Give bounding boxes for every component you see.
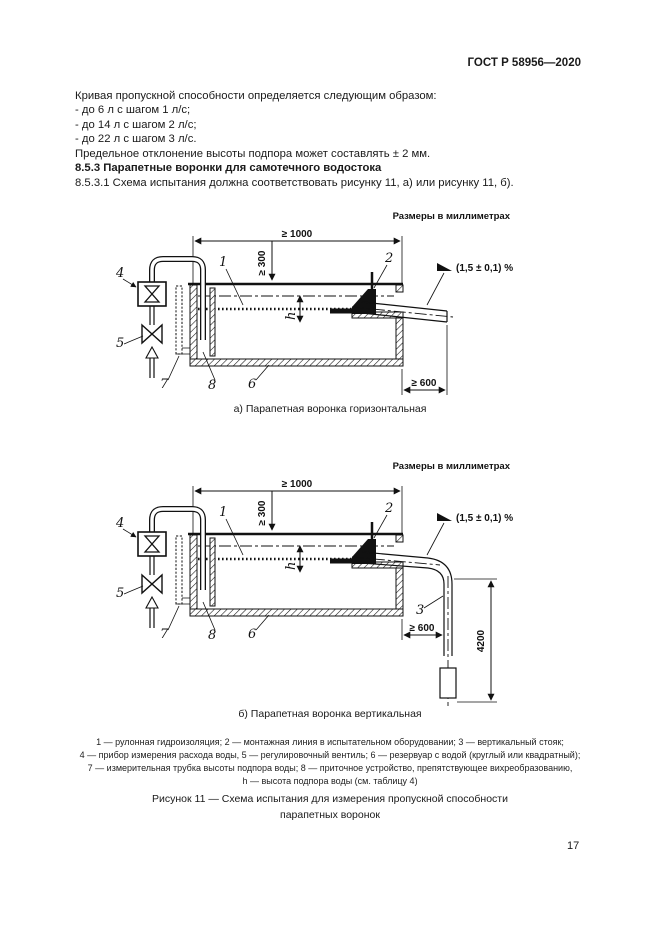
label-5: 5: [116, 336, 124, 351]
dim-depth-text: ≥ 300: [257, 500, 268, 525]
supply-circuit: [137, 506, 216, 628]
label-7: 7: [160, 627, 169, 642]
measuring-tube: [175, 285, 183, 355]
tolerance-note: Предельное отклонение высоты подпора мож…: [75, 147, 431, 160]
figure-a-caption: а) Парапетная воронка горизонтальная: [233, 403, 427, 415]
figure-title-line-1: Рисунок 11 — Схема испытания для измерен…: [152, 793, 508, 805]
figure-a-drawing: Размеры в миллиметрах ≥ 1000 ≥ 300: [115, 211, 513, 395]
control-valve: [141, 573, 163, 595]
label-1: 1: [219, 255, 227, 270]
slope-leader: [426, 272, 445, 306]
standpipe-socket: [439, 667, 457, 699]
legend-line-4: h — высота подпора воды (см. таблицу 4): [242, 776, 418, 786]
figure-legend: 1 — рулонная гидроизоляция; 2 — монтажна…: [55, 736, 605, 788]
flow-arrow: [145, 595, 159, 609]
dim-offset-ext: [401, 325, 448, 395]
dim-width-text: ≥ 1000: [282, 479, 313, 490]
list-item-2: - до 14 л с шагом 2 л/с;: [75, 118, 197, 131]
label-4: 4: [115, 516, 124, 531]
document-header: ГОСТ Р 58956—2020: [467, 57, 581, 69]
section-heading-853: 8.5.3 Парапетные воронки для самотечного…: [75, 162, 382, 175]
water-tank: [188, 532, 404, 617]
label-2: 2: [384, 251, 393, 266]
parapet-funnel: [351, 522, 457, 706]
label-6: 6: [248, 627, 256, 642]
measuring-tube: [175, 535, 183, 605]
body-text: Кривая пропускной способности определяет…: [75, 89, 585, 190]
legend-line-1: 1 — рулонная гидроизоляция; 2 — монтажна…: [96, 737, 564, 747]
slope-text: (1,5 ± 0,1) %: [456, 513, 513, 524]
dim-standpipe-ext: [454, 578, 497, 703]
figure-b-caption: б) Парапетная воронка вертикальная: [238, 708, 422, 720]
dim-offset-text: ≥ 600: [412, 378, 437, 389]
figure-title-line-2: парапетных воронок: [280, 808, 380, 821]
dim-standpipe-text: 4200: [476, 629, 487, 652]
legend-line-3: 7 — измерительная трубка высоты подпора …: [87, 763, 573, 773]
label-6: 6: [248, 377, 256, 392]
label-3: 3: [416, 603, 424, 618]
flow-arrow: [145, 345, 159, 359]
paragraph-8531: 8.5.3.1 Схема испытания должна соответст…: [75, 176, 514, 189]
label-4: 4: [115, 266, 124, 281]
inflow-baffle: [209, 537, 216, 607]
dim-h-text: h: [284, 562, 299, 570]
units-note: Размеры в миллиметрах: [393, 211, 511, 222]
label-2: 2: [384, 501, 393, 516]
intro-paragraph: Кривая пропускной способности определяет…: [75, 90, 437, 102]
figure-title: Рисунок 11 — Схема испытания для измерен…: [60, 792, 600, 823]
label-8: 8: [208, 628, 216, 643]
dim-h-text: h: [284, 312, 299, 320]
supply-circuit: [137, 256, 216, 378]
label-7: 7: [160, 377, 169, 392]
parapet-funnel: [351, 272, 454, 323]
label-5: 5: [116, 586, 124, 601]
dim-width-text: ≥ 1000: [282, 229, 313, 240]
slope-text: (1,5 ± 0,1) %: [456, 263, 513, 274]
legend-line-2: 4 — прибор измерения расхода воды, 5 — р…: [79, 750, 581, 760]
page-number: 17: [567, 840, 580, 852]
units-note: Размеры в миллиметрах: [393, 461, 511, 472]
slope-symbol: [437, 263, 452, 271]
label-1: 1: [219, 505, 227, 520]
inflow-baffle: [209, 287, 216, 357]
label-8: 8: [208, 378, 216, 393]
list-item-3: - до 22 л с шагом 3 л/с.: [75, 133, 197, 146]
slope-symbol: [437, 513, 452, 521]
control-valve: [141, 323, 163, 345]
position-labels: 1 2 4 5 7 8 6: [115, 251, 393, 393]
position-labels: 1 2 3 4 5 7 8 6: [115, 501, 444, 643]
slope-leader: [426, 522, 445, 556]
dim-offset-text: ≥ 600: [410, 623, 435, 634]
list-item-1: - до 6 л с шагом 1 л/с;: [75, 104, 191, 117]
figure-b-drawing: Размеры в миллиметрах ≥ 1000 ≥ 300: [115, 461, 513, 706]
dim-depth-text: ≥ 300: [257, 250, 268, 275]
